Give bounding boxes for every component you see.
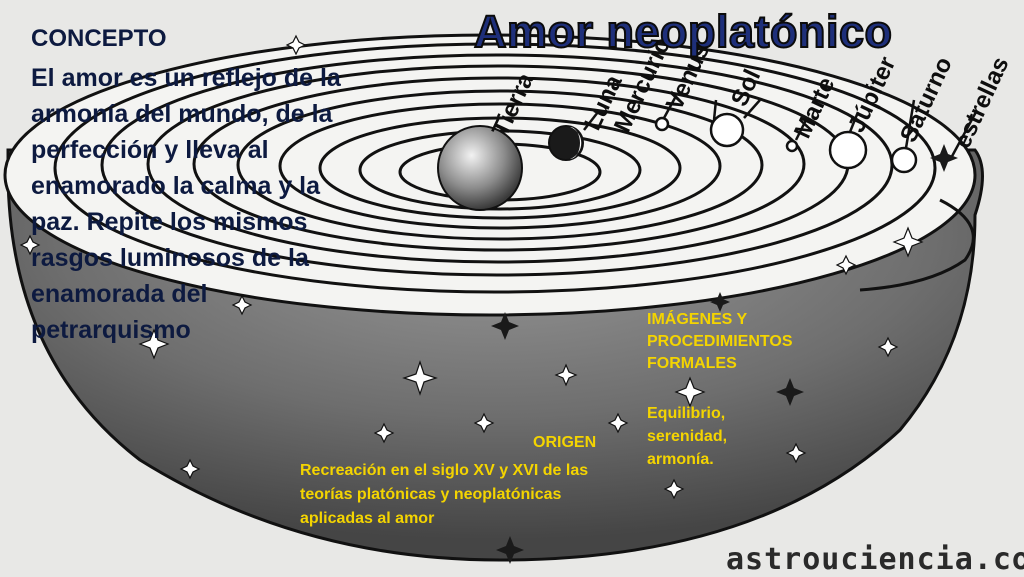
saturn-sphere [890, 146, 918, 174]
origin-body: Recreación en el siglo XV y XVI de las t… [300, 462, 589, 527]
star-icon [473, 412, 495, 434]
mercury-sphere [654, 116, 670, 132]
star-icon [892, 226, 924, 258]
images-procedures-body: Equilibrio, serenidad, armonía. [647, 405, 728, 468]
star-icon [663, 478, 685, 500]
origin-heading: ORIGEN [533, 434, 597, 451]
star-icon [877, 336, 899, 358]
concept-body: El amor es un reflejo de la armonía del … [31, 64, 341, 344]
star-icon [231, 294, 253, 316]
venus-sphere [709, 112, 745, 148]
dark-star-icon [776, 378, 804, 406]
star-field [19, 34, 924, 500]
concept-heading: CONCEPTO [31, 25, 167, 52]
moon-sphere [548, 125, 584, 161]
mars-sphere [785, 139, 799, 153]
star-icon [402, 360, 438, 396]
dark-star-icon [930, 144, 958, 172]
earth-sphere [437, 125, 523, 211]
label-estrellas: estrellas [949, 53, 1015, 153]
star-icon [674, 376, 706, 408]
slide-title: Amor neoplatónico [473, 5, 893, 58]
source-watermark: astrouciencia.com [726, 542, 1024, 577]
star-icon [554, 363, 578, 387]
star-icon [785, 442, 807, 464]
jupiter-sphere [828, 130, 868, 170]
star-icon [373, 422, 395, 444]
dark-star-icon [710, 292, 730, 312]
star-icon [835, 254, 857, 276]
star-icon [607, 412, 629, 434]
outer-ring-edge [859, 198, 975, 292]
leader-lines [583, 95, 978, 161]
star-icon [138, 328, 170, 360]
star-icon [179, 458, 201, 480]
dark-star-field [491, 144, 958, 564]
dark-star-icon [491, 312, 519, 340]
dark-star-icon [496, 536, 524, 564]
star-icon [285, 34, 307, 56]
star-icon [19, 234, 41, 256]
images-procedures-heading: IMÁGENES Y PROCEDIMIENTOS FORMALES [647, 311, 793, 372]
orbit-rings [3, 33, 977, 317]
